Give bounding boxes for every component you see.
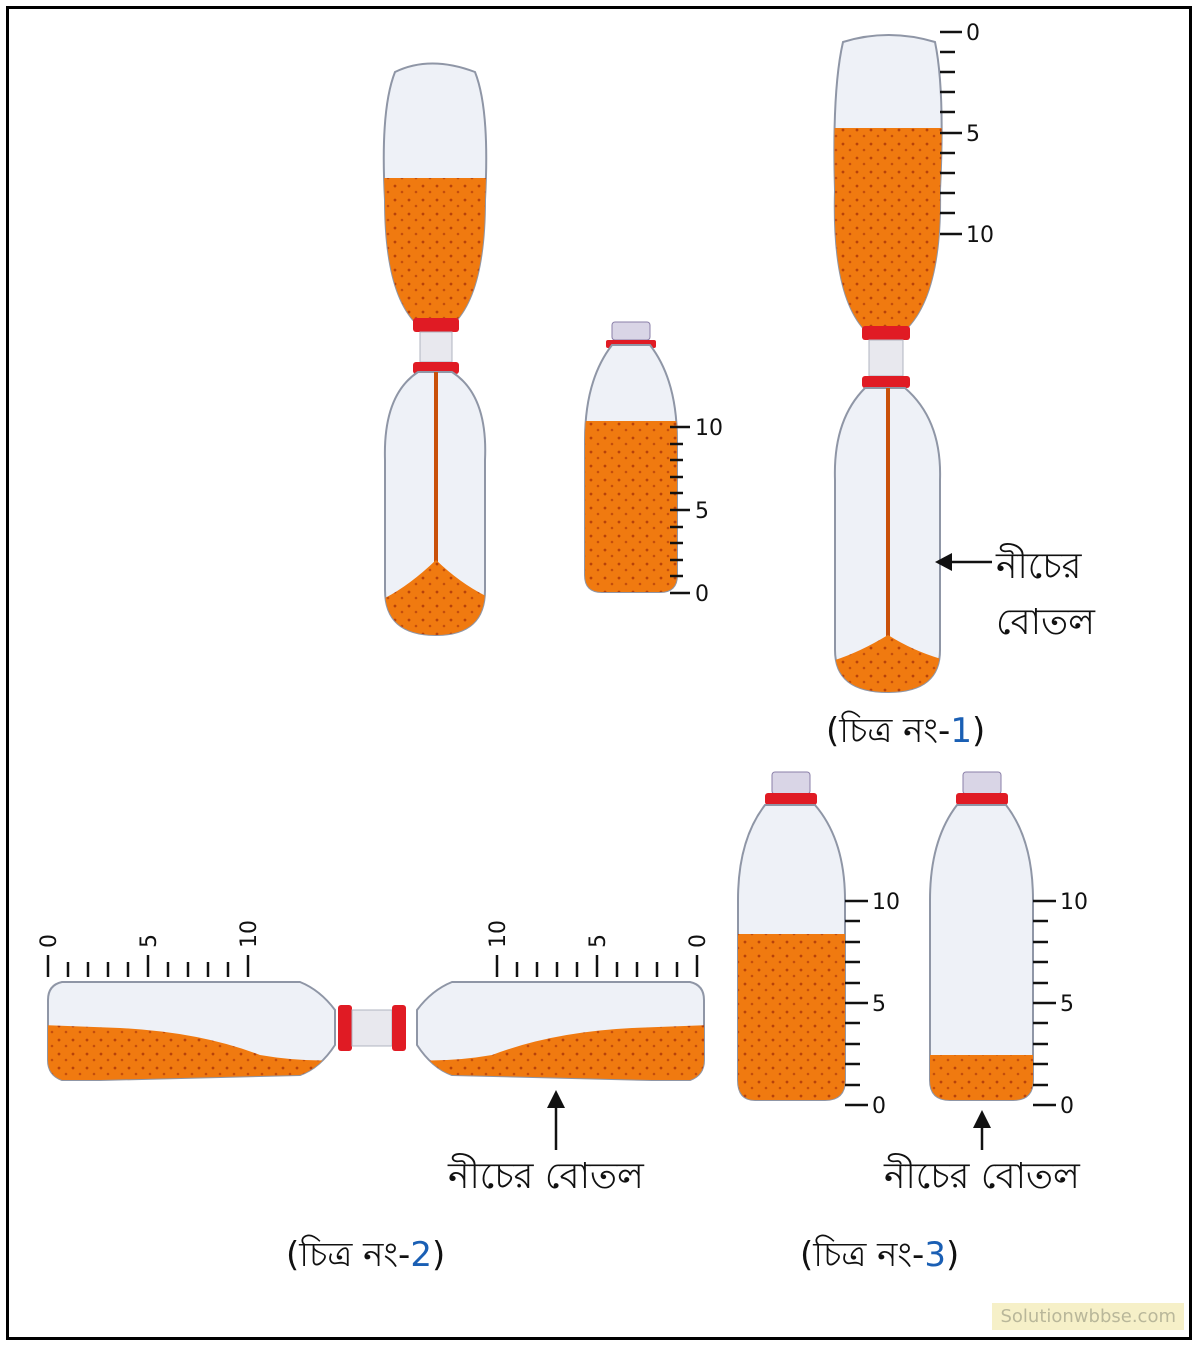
- scale-ruler: [670, 425, 690, 595]
- bottle-liquid: [738, 934, 845, 1100]
- connector-cap-bottom: [862, 376, 910, 388]
- left-tick-label-5: 5: [137, 934, 162, 948]
- fig3-second-bottle: 10 5 0 নীচের বোতল: [883, 771, 1088, 1197]
- tick-label-0: 0: [1060, 1094, 1074, 1119]
- tick-label-0: 0: [966, 21, 980, 46]
- tick-label-5: 5: [872, 992, 886, 1017]
- left-tick-label-0: 0: [37, 934, 62, 948]
- scale-ruler: [940, 30, 962, 236]
- tick-label-5: 5: [966, 122, 980, 147]
- fig3-first-bottle: 10 5 0: [737, 771, 900, 1119]
- connector-cap-left: [338, 1005, 352, 1051]
- connector-cap-top: [413, 318, 459, 332]
- scale-ruler: [1033, 899, 1056, 1107]
- bottle-cap: [771, 771, 811, 795]
- scale-ruler: [845, 899, 868, 1107]
- figure-border: [6, 6, 1192, 1340]
- right-tick-label-5: 5: [586, 934, 611, 948]
- caption-fig2: (চিত্র নং-2): [286, 1235, 445, 1275]
- connector-thread: [351, 1009, 393, 1047]
- right-scale-ruler: [495, 955, 699, 977]
- bottle-cap: [962, 771, 1002, 795]
- tick-label-5: 5: [1060, 992, 1074, 1017]
- bottle-liquid: [585, 421, 677, 592]
- lower-bottle-label: নীচের বোতল: [447, 1153, 645, 1197]
- tick-label-10: 10: [1060, 890, 1088, 915]
- tick-label-0: 0: [695, 582, 709, 607]
- left-liquid: [48, 1025, 335, 1080]
- arrowhead-icon: [547, 1090, 565, 1108]
- tick-label-5: 5: [695, 499, 709, 524]
- upper-liquid: [383, 178, 487, 322]
- left-tick-label-10: 10: [237, 920, 262, 948]
- connector-thread: [419, 331, 453, 363]
- watermark: Solutionwbbse.com: [992, 1303, 1184, 1330]
- tick-label-0: 0: [872, 1094, 886, 1119]
- left-scale-ruler: [46, 955, 250, 977]
- cap-ring: [956, 793, 1008, 805]
- lower-bottle-label-line2: বোতল: [996, 602, 1096, 643]
- tick-label-10: 10: [695, 416, 723, 441]
- lower-liquid: [835, 635, 941, 692]
- lower-bottle-label-line1: নীচের: [995, 543, 1083, 587]
- caption-fig3: (চিত্র নং-3): [800, 1235, 959, 1275]
- arrowhead-icon: [935, 553, 952, 571]
- bottle-cap: [611, 321, 651, 341]
- fig1-right-bottle-pair: 0 5 10 নীচের বোতল: [833, 21, 1096, 694]
- fig1-left-bottle-pair: [382, 62, 488, 637]
- tick-label-10: 10: [872, 890, 900, 915]
- right-tick-label-10: 10: [486, 920, 511, 948]
- fig1-measure-bottle: 10 5 0: [584, 321, 723, 607]
- lower-liquid: [385, 560, 486, 635]
- lower-bottle-label: নীচের বোতল: [883, 1153, 1081, 1197]
- fig2-horizontal-bottle-pair: 0 5 10 10 5 0 নীচের বোতল: [37, 920, 711, 1197]
- bottle-liquid: [930, 1055, 1033, 1100]
- caption-fig1: (চিত্র নং-1): [826, 711, 985, 751]
- right-tick-label-0: 0: [686, 934, 711, 948]
- cap-ring: [765, 793, 817, 805]
- connector-cap-right: [392, 1005, 406, 1051]
- upper-liquid: [834, 128, 942, 330]
- right-liquid: [417, 1025, 704, 1080]
- tick-label-10: 10: [966, 223, 994, 248]
- connector-thread: [868, 339, 904, 377]
- arrowhead-icon: [973, 1110, 991, 1128]
- connector-cap-top: [862, 326, 910, 340]
